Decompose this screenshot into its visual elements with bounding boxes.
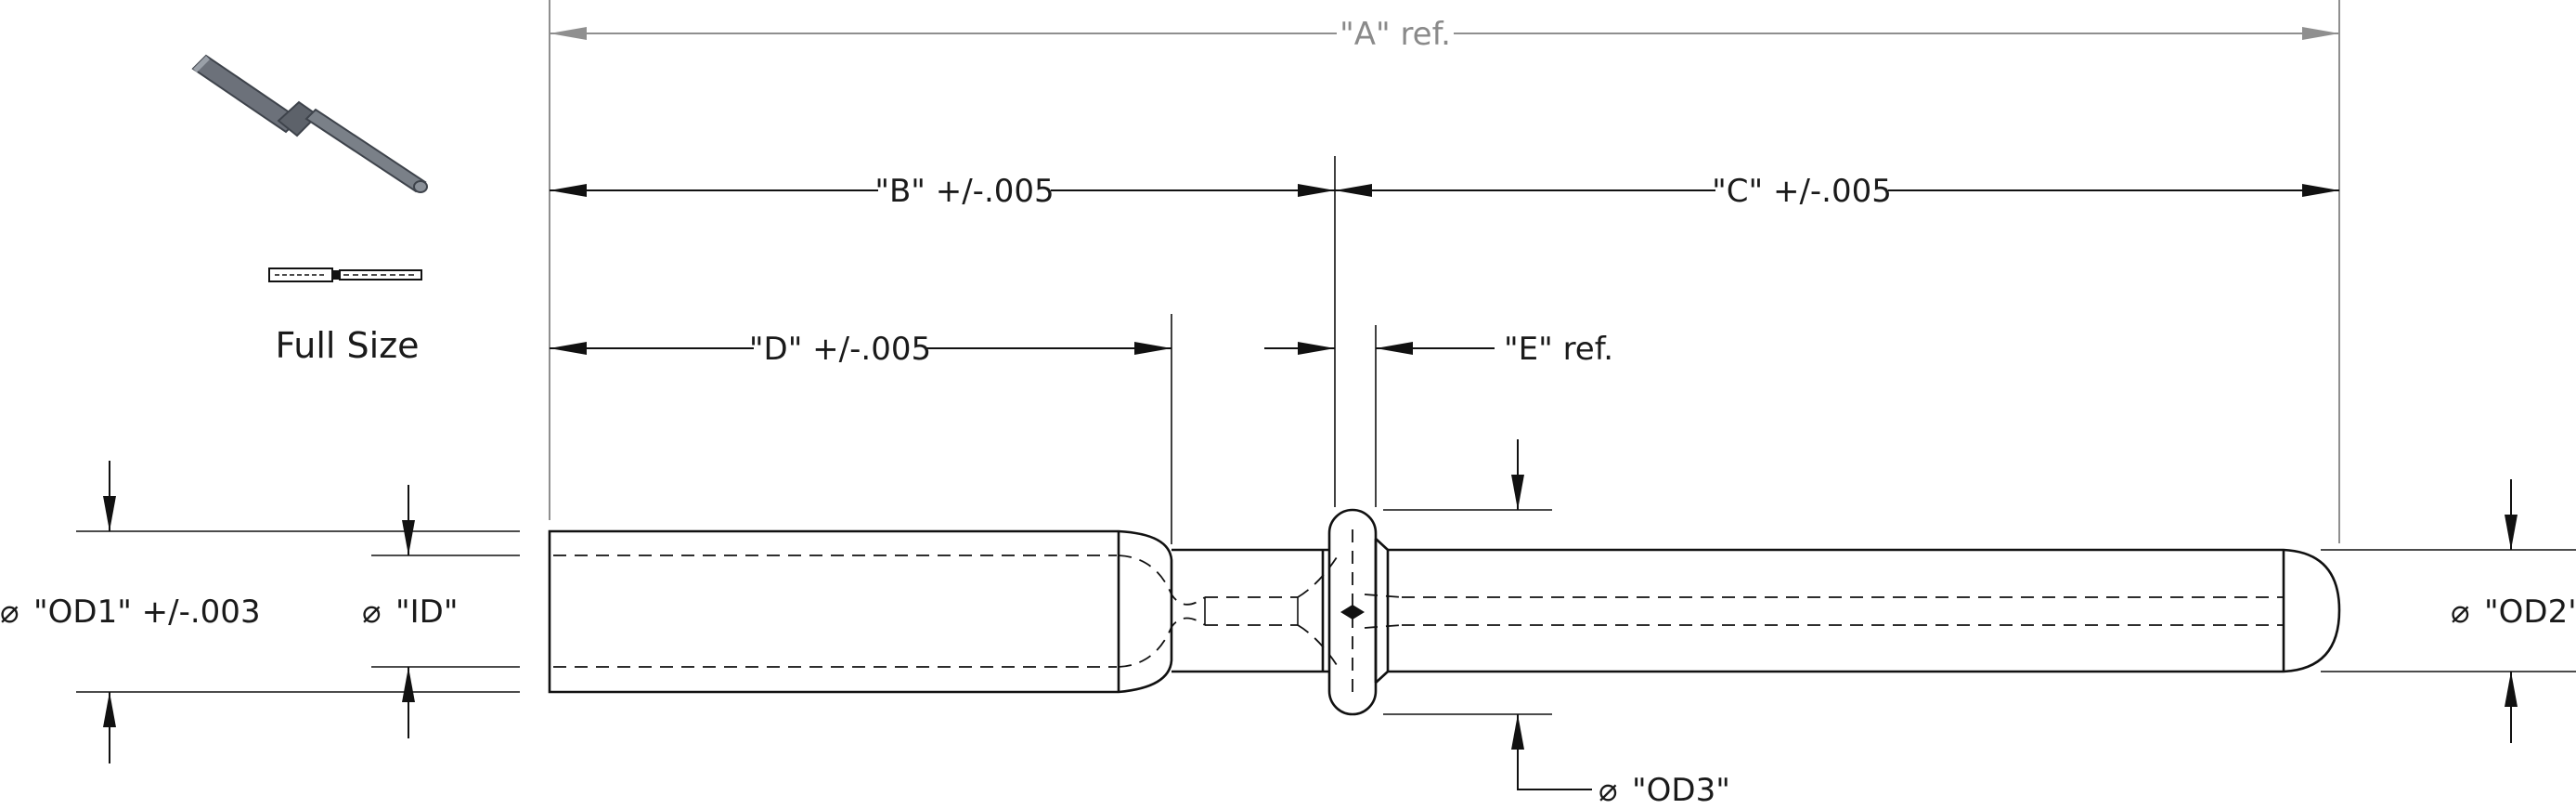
dimension-od1-label: "OD1" +/-.003 <box>33 594 261 631</box>
dimension-id-label: "ID" <box>395 594 459 631</box>
extension-lines <box>76 0 2576 715</box>
diameter-symbol: ⌀ <box>362 594 381 631</box>
dimension-e: "E" ref. <box>1264 331 1613 368</box>
dimension-c-label: "C" +/-.005 <box>1712 173 1892 210</box>
dimension-od1: ⌀ "OD1" +/-.003 <box>0 461 261 763</box>
dimension-od3-label: "OD3" <box>1632 772 1730 809</box>
flange-center-mark <box>1340 605 1365 620</box>
dimension-d: "D" +/-.005 <box>550 327 1171 370</box>
dimension-od2-label: "OD2" <box>2484 594 2576 631</box>
dimension-b-label: "B" +/-.005 <box>874 173 1054 210</box>
dimension-a: "A" ref. <box>550 13 2339 54</box>
dimension-od3: ⌀ "OD3" <box>1511 439 1730 809</box>
dimension-b: "B" +/-.005 <box>550 169 1335 212</box>
diameter-symbol: ⌀ <box>0 594 19 631</box>
dimension-od2: ⌀ "OD2" <box>2451 479 2576 743</box>
diameter-symbol: ⌀ <box>1599 772 1617 809</box>
isometric-part-preview <box>191 54 428 193</box>
diameter-symbol: ⌀ <box>2451 594 2469 631</box>
part-outline <box>548 508 2341 716</box>
dimension-c: "C" +/-.005 <box>1335 169 2339 212</box>
full-size-caption: Full Size <box>275 325 419 366</box>
dimension-e-label: "E" ref. <box>1504 331 1613 368</box>
dimension-a-label: "A" ref. <box>1340 16 1451 53</box>
full-size-preview <box>268 267 422 282</box>
dimension-id: ⌀ "ID" <box>362 485 459 738</box>
hidden-bore-lines <box>553 529 2285 695</box>
dimension-d-label: "D" +/-.005 <box>749 331 931 368</box>
